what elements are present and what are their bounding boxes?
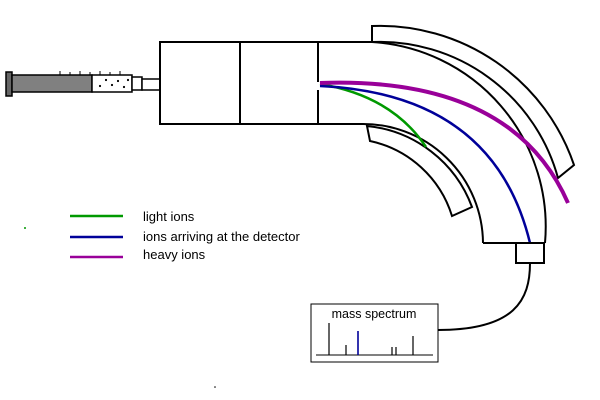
heavy-ions-path [319, 80, 570, 204]
inlet-nozzle [141, 78, 161, 91]
syringe-plunger-rod [5, 71, 13, 97]
syringe-graduations [59, 71, 121, 75]
tube-inner-wall [318, 122, 484, 244]
spectrum-peaks [328, 323, 414, 355]
detector-cable [437, 262, 531, 331]
stray-dot [214, 386, 216, 388]
detector [437, 242, 545, 331]
flight-tube [318, 41, 547, 244]
ionisation-chamber [159, 41, 241, 125]
magnet-outer [371, 24, 576, 180]
tube-outer-wall [318, 41, 547, 244]
legend-label-light: light ions [143, 209, 195, 224]
syringe [5, 71, 161, 97]
sample-droplets [98, 78, 130, 89]
mass-spectrum-title: mass spectrum [332, 307, 417, 321]
stray-dot [24, 227, 26, 229]
syringe-tip [131, 76, 143, 91]
mass-spectrum-display: mass spectrum [310, 303, 439, 363]
magnet-inner [365, 124, 474, 218]
syringe-barrel [11, 74, 93, 93]
detector-ions-path [319, 84, 532, 244]
acceleration-chamber [239, 41, 319, 125]
legend: light ions ions arriving at the detector… [70, 209, 300, 262]
legend-label-heavy: heavy ions [143, 247, 206, 262]
syringe-sample [91, 74, 133, 93]
legend-label-detector: ions arriving at the detector [143, 229, 300, 244]
